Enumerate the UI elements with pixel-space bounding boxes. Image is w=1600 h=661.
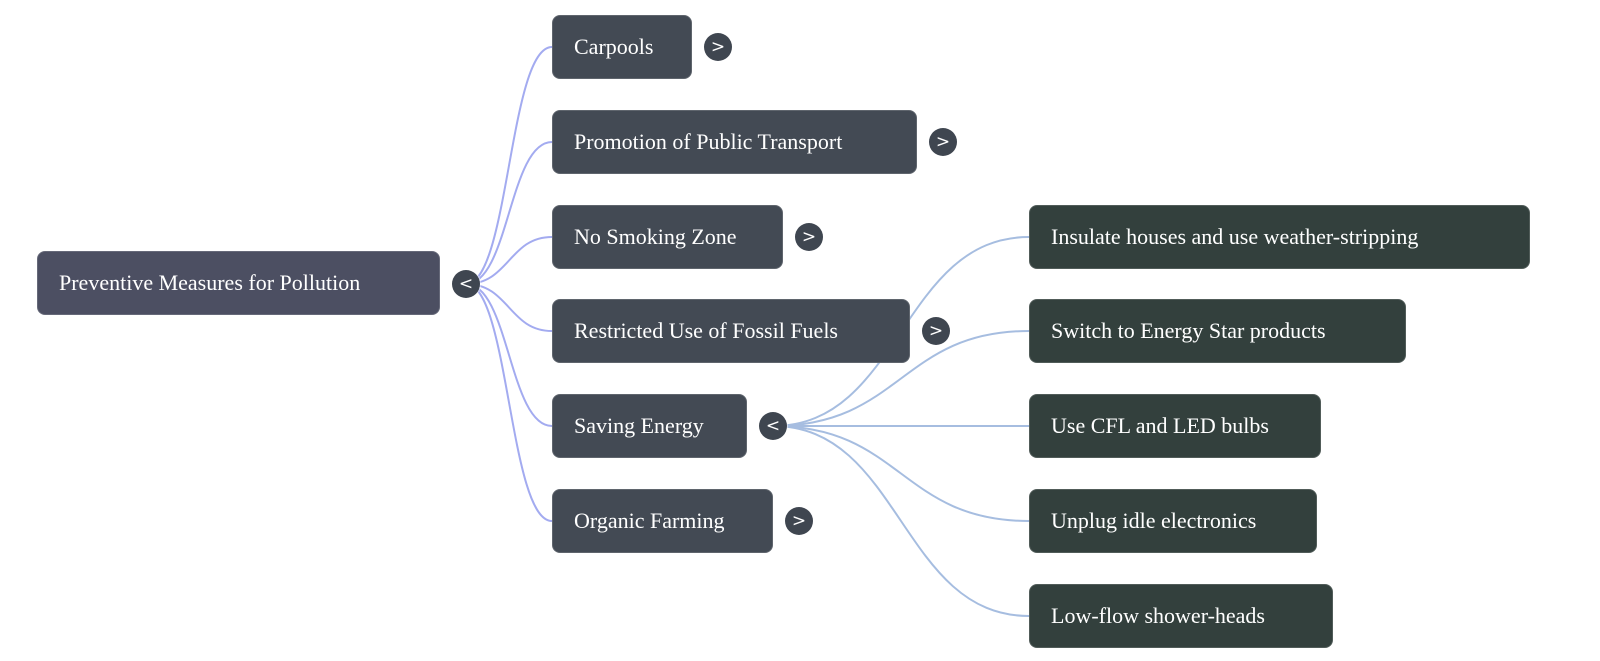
node-label: Switch to Energy Star products <box>1051 318 1326 343</box>
node-label: No Smoking Zone <box>574 224 737 249</box>
saving-energy-link-3 <box>772 425 1030 522</box>
node-saving-energy[interactable]: Saving Energy <box>552 394 747 458</box>
expand-toggle-organic-farming[interactable]: > <box>785 507 813 535</box>
node-label: Unplug idle electronics <box>1051 508 1257 533</box>
node-label: Use CFL and LED bulbs <box>1051 413 1269 438</box>
root-node-label: Preventive Measures for Pollution <box>59 270 361 295</box>
collapse-toggle-saving-energy[interactable]: < <box>759 412 787 440</box>
node-cfl-led-bulbs[interactable]: Use CFL and LED bulbs <box>1029 394 1321 458</box>
root-node[interactable]: Preventive Measures for Pollution <box>37 251 440 315</box>
saving-energy-link-4 <box>772 425 1030 617</box>
root-link-5 <box>465 283 553 522</box>
saving-energy-link-1 <box>772 330 1030 427</box>
node-unplug-idle-electronics[interactable]: Unplug idle electronics <box>1029 489 1317 553</box>
node-label: Promotion of Public Transport <box>574 129 843 154</box>
expand-toggle-public-transport[interactable]: > <box>929 128 957 156</box>
root-link-1 <box>465 141 553 285</box>
node-organic-farming[interactable]: Organic Farming <box>552 489 773 553</box>
node-label: Carpools <box>574 34 654 59</box>
node-no-smoking-zone[interactable]: No Smoking Zone <box>552 205 783 269</box>
node-label: Low-flow shower-heads <box>1051 603 1265 628</box>
node-restricted-use-of-fossil-fuels[interactable]: Restricted Use of Fossil Fuels <box>552 299 910 363</box>
node-low-flow-shower-heads[interactable]: Low-flow shower-heads <box>1029 584 1333 648</box>
node-label: Restricted Use of Fossil Fuels <box>574 318 838 343</box>
node-carpools[interactable]: Carpools <box>552 15 692 79</box>
node-energy-star-products[interactable]: Switch to Energy Star products <box>1029 299 1406 363</box>
node-label: Organic Farming <box>574 508 725 533</box>
root-collapse-toggle[interactable]: < <box>452 270 480 298</box>
node-label: Insulate houses and use weather-strippin… <box>1051 224 1419 249</box>
node-promotion-of-public-transport[interactable]: Promotion of Public Transport <box>552 110 917 174</box>
expand-toggle-fossil-fuels[interactable]: > <box>922 317 950 345</box>
node-insulate-houses[interactable]: Insulate houses and use weather-strippin… <box>1029 205 1530 269</box>
expand-toggle-carpools[interactable]: > <box>704 33 732 61</box>
root-link-4 <box>465 283 553 427</box>
root-link-0 <box>465 46 553 285</box>
node-label: Saving Energy <box>574 413 704 438</box>
expand-toggle-no-smoking-zone[interactable]: > <box>795 223 823 251</box>
